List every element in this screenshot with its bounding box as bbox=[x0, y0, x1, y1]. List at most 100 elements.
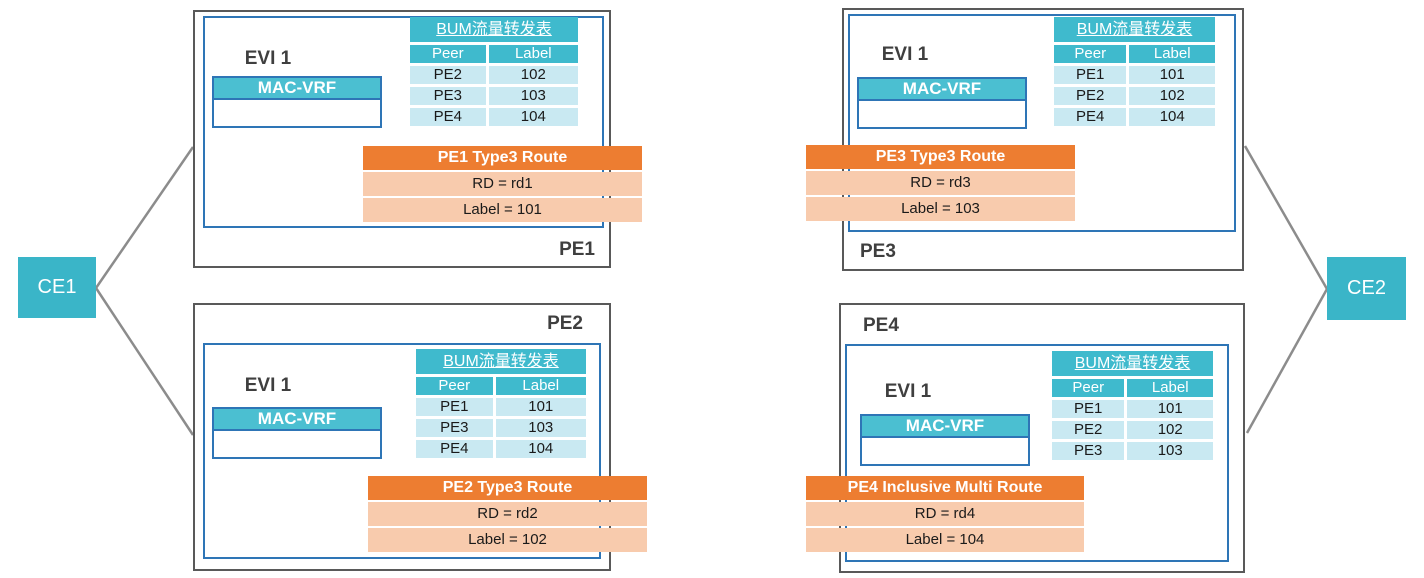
type3-route-card: PE2 Type3 Route RD = rd2 Label = 102 bbox=[368, 476, 647, 552]
link-ce1-pe1 bbox=[94, 146, 195, 289]
bum-cell-label: 101 bbox=[495, 398, 586, 416]
mac-vrf-table: MAC-VRF bbox=[212, 76, 382, 128]
bum-cell-label: 102 bbox=[1129, 87, 1215, 105]
bum-forwarding-table: BUM流量转发表 Peer Label PE1 101 PE3 103 PE4 … bbox=[416, 349, 586, 458]
link-ce1-pe2 bbox=[94, 287, 195, 436]
bum-table-row: PE1 101 bbox=[416, 398, 586, 416]
type3-route-card: PE3 Type3 Route RD = rd3 Label = 103 bbox=[806, 145, 1075, 221]
bum-table-row: PE4 104 bbox=[1054, 108, 1215, 126]
bum-cell-label: 103 bbox=[1127, 442, 1213, 460]
bum-cell-peer: PE1 bbox=[1054, 66, 1127, 84]
bum-cell-label: 104 bbox=[495, 440, 586, 458]
bum-table-row: PE1 101 bbox=[1054, 66, 1215, 84]
bum-table-title: BUM流量转发表 bbox=[1054, 17, 1215, 42]
route-label: Label = 101 bbox=[363, 198, 642, 222]
route-label: Label = 103 bbox=[806, 197, 1075, 221]
pe-name-label: PE4 bbox=[863, 315, 899, 336]
bum-cell-peer: PE1 bbox=[1052, 400, 1125, 418]
bum-table-title: BUM流量转发表 bbox=[410, 17, 578, 42]
bum-table-row: PE2 102 bbox=[1054, 87, 1215, 105]
bum-col-label: Label bbox=[1127, 379, 1213, 397]
bum-cell-peer: PE3 bbox=[416, 419, 493, 437]
bum-forwarding-table: BUM流量转发表 Peer Label PE1 101 PE2 102 PE4 … bbox=[1054, 17, 1215, 126]
route-label: Label = 104 bbox=[806, 528, 1084, 552]
evi-label: EVI 1 bbox=[881, 44, 929, 65]
mac-vrf-header: MAC-VRF bbox=[212, 407, 382, 431]
bum-cell-label: 104 bbox=[1129, 108, 1215, 126]
bum-cell-peer: PE2 bbox=[1054, 87, 1127, 105]
bum-table-row: PE3 103 bbox=[410, 87, 578, 105]
type3-route-card: PE1 Type3 Route RD = rd1 Label = 101 bbox=[363, 146, 642, 222]
route-rd: RD = rd3 bbox=[806, 171, 1075, 195]
evi-instance-box bbox=[203, 16, 604, 228]
bum-cell-peer: PE4 bbox=[410, 108, 486, 126]
bum-cell-label: 101 bbox=[1129, 66, 1215, 84]
route-rd: RD = rd1 bbox=[363, 172, 642, 196]
evi-instance-box bbox=[848, 14, 1236, 232]
bum-cell-peer: PE4 bbox=[1054, 108, 1127, 126]
bum-table-header: Peer Label bbox=[410, 45, 578, 63]
bum-forwarding-table: BUM流量转发表 Peer Label PE2 102 PE3 103 PE4 … bbox=[410, 17, 578, 126]
mac-vrf-header: MAC-VRF bbox=[857, 77, 1027, 101]
bum-col-label: Label bbox=[488, 45, 578, 63]
bum-cell-label: 103 bbox=[488, 87, 578, 105]
route-rd: RD = rd2 bbox=[368, 502, 647, 526]
bum-table-header: Peer Label bbox=[1054, 45, 1215, 63]
bum-table-header: Peer Label bbox=[416, 377, 586, 395]
evi-label: EVI 1 bbox=[244, 375, 292, 396]
mac-vrf-table-empty bbox=[212, 100, 382, 128]
bum-table-title: BUM流量转发表 bbox=[1052, 351, 1213, 376]
bum-col-label: Label bbox=[495, 377, 586, 395]
evi-instance-box bbox=[845, 344, 1229, 562]
bum-table-row: PE3 103 bbox=[416, 419, 586, 437]
bum-table-row: PE2 102 bbox=[1052, 421, 1213, 439]
ce1-node: CE1 bbox=[18, 257, 96, 318]
bum-cell-peer: PE2 bbox=[410, 66, 486, 84]
pe2-node: EVI 1 MAC-VRF BUM流量转发表 Peer Label PE1 10… bbox=[193, 303, 647, 571]
bum-table-row: PE2 102 bbox=[410, 66, 578, 84]
pe4-node: EVI 1 MAC-VRF BUM流量转发表 Peer Label PE1 10… bbox=[806, 303, 1245, 573]
mac-vrf-header: MAC-VRF bbox=[212, 76, 382, 100]
evi-instance-box bbox=[203, 343, 601, 559]
mac-vrf-table-empty bbox=[212, 431, 382, 459]
evi-label: EVI 1 bbox=[244, 48, 292, 69]
ce2-node: CE2 bbox=[1327, 257, 1406, 320]
link-ce2-pe3 bbox=[1243, 145, 1329, 290]
mac-vrf-table: MAC-VRF bbox=[857, 77, 1027, 129]
bum-cell-peer: PE3 bbox=[410, 87, 486, 105]
bum-col-peer: Peer bbox=[1052, 379, 1125, 397]
mac-vrf-header: MAC-VRF bbox=[860, 414, 1030, 438]
pe-name-label: PE1 bbox=[559, 239, 595, 260]
route-title: PE3 Type3 Route bbox=[806, 145, 1075, 169]
bum-cell-label: 104 bbox=[488, 108, 578, 126]
pe3-node: EVI 1 MAC-VRF BUM流量转发表 Peer Label PE1 10… bbox=[806, 8, 1244, 271]
bum-cell-label: 101 bbox=[1127, 400, 1213, 418]
bum-cell-peer: PE1 bbox=[416, 398, 493, 416]
route-title: PE2 Type3 Route bbox=[368, 476, 647, 500]
route-title: PE1 Type3 Route bbox=[363, 146, 642, 170]
evi-label: EVI 1 bbox=[884, 381, 932, 402]
pe-name-label: PE3 bbox=[860, 241, 896, 262]
route-title: PE4 Inclusive Multi Route bbox=[806, 476, 1084, 500]
bum-table-row: PE1 101 bbox=[1052, 400, 1213, 418]
mac-vrf-table: MAC-VRF bbox=[212, 407, 382, 459]
bum-table-row: PE3 103 bbox=[1052, 442, 1213, 460]
bum-table-row: PE4 104 bbox=[416, 440, 586, 458]
pe1-node: EVI 1 MAC-VRF BUM流量转发表 Peer Label PE2 10… bbox=[193, 10, 642, 268]
bum-col-label: Label bbox=[1129, 45, 1215, 63]
bum-col-peer: Peer bbox=[416, 377, 493, 395]
route-rd: RD = rd4 bbox=[806, 502, 1084, 526]
bum-cell-label: 103 bbox=[495, 419, 586, 437]
mac-vrf-table-empty bbox=[857, 101, 1027, 129]
mac-vrf-table-empty bbox=[860, 438, 1030, 466]
inclusive-multicast-route-card: PE4 Inclusive Multi Route RD = rd4 Label… bbox=[806, 476, 1084, 552]
bum-cell-label: 102 bbox=[488, 66, 578, 84]
mac-vrf-table: MAC-VRF bbox=[860, 414, 1030, 466]
bum-forwarding-table: BUM流量转发表 Peer Label PE1 101 PE2 102 PE3 … bbox=[1052, 351, 1213, 460]
route-label: Label = 102 bbox=[368, 528, 647, 552]
pe-name-label: PE2 bbox=[547, 313, 583, 334]
bum-col-peer: Peer bbox=[410, 45, 486, 63]
bum-cell-label: 102 bbox=[1127, 421, 1213, 439]
